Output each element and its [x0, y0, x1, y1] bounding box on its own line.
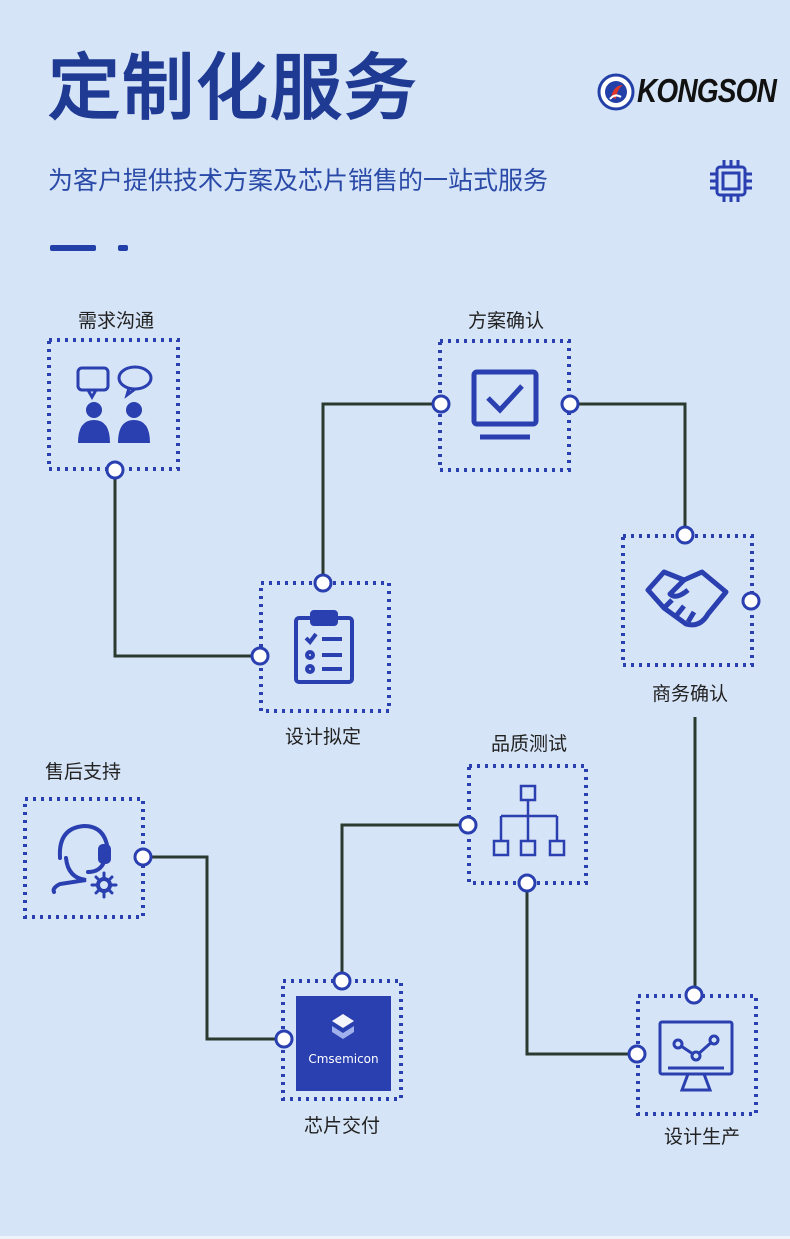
connector-after-chip	[143, 855, 284, 1041]
step-label-chip-delivery: 芯片交付	[303, 1115, 381, 1137]
hierarchy-icon	[492, 784, 566, 857]
decor-bar-short	[118, 245, 128, 251]
connector-demand-design	[113, 470, 260, 658]
chip-icon	[710, 160, 752, 202]
chip-brand-label: Cmsemicon	[308, 1052, 379, 1066]
box-demand	[47, 338, 180, 471]
step-label-plan-confirm: 方案确认	[467, 310, 545, 332]
box-after	[23, 797, 145, 919]
box-business	[621, 534, 754, 667]
step-label-design-draft: 设计拟定	[284, 726, 362, 748]
connector-chip-quality	[340, 823, 468, 980]
connector-nodes	[105, 394, 761, 1064]
monitor-check-icon	[471, 369, 539, 440]
step-label-demand: 需求沟通	[77, 310, 155, 332]
step-label-design-production: 设计生产	[663, 1126, 741, 1148]
handshake-icon	[645, 569, 729, 628]
cmsemicon-emblem-icon	[332, 1014, 354, 1039]
bottom-border	[0, 1236, 790, 1239]
step-label-after-sales: 售后支持	[44, 761, 122, 783]
headset-support-icon	[51, 823, 118, 899]
page-subtitle: 为客户提供技术方案及芯片销售的一站式服务	[48, 166, 549, 195]
step-label-quality-test: 品质测试	[490, 733, 568, 755]
people-chat-icon	[76, 365, 153, 443]
cmsemicon-chip-icon: Cmsemicon	[296, 996, 391, 1091]
connector-lines	[113, 402, 697, 1056]
kongson-logo: KONGSON	[597, 72, 777, 112]
connector-plan-business	[570, 402, 687, 535]
connector-quality-production	[525, 883, 637, 1056]
logo-text: KONGSON	[637, 72, 777, 109]
page-title: 定制化服务	[48, 46, 419, 130]
clipboard-checklist-icon	[294, 610, 354, 684]
kongson-emblem-icon	[597, 73, 635, 111]
decor-bar-long	[50, 245, 96, 251]
connector-design-plan	[321, 402, 441, 583]
box-design	[259, 581, 391, 713]
monitor-chart-icon	[658, 1020, 734, 1092]
step-label-business-confirm: 商务确认	[651, 683, 729, 705]
